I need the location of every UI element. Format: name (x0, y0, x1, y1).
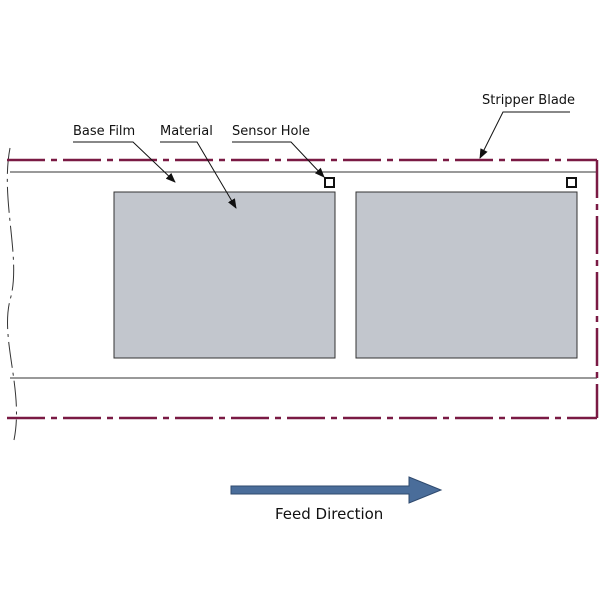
feed-direction-label: Feed Direction (275, 505, 383, 523)
stripper-blade-label: Stripper Blade (482, 93, 575, 108)
base-film-strip (10, 171, 597, 379)
material-label-2 (355, 191, 578, 359)
sensor-hole-leader (232, 141, 325, 178)
stripper-blade-outline (7, 158, 599, 420)
stripper-blade-leader (479, 111, 570, 159)
base-film-label: Base Film (73, 124, 135, 139)
feed-direction-arrow (230, 476, 443, 504)
material-label-1 (113, 191, 336, 359)
material-label: Material (160, 124, 213, 139)
break-line (6, 147, 17, 441)
material-leader (160, 141, 237, 209)
base-film-leader (73, 141, 176, 183)
sensor-hole-label: Sensor Hole (232, 124, 310, 139)
sensor-hole-1 (324, 177, 335, 188)
sensor-hole-2 (566, 177, 577, 188)
